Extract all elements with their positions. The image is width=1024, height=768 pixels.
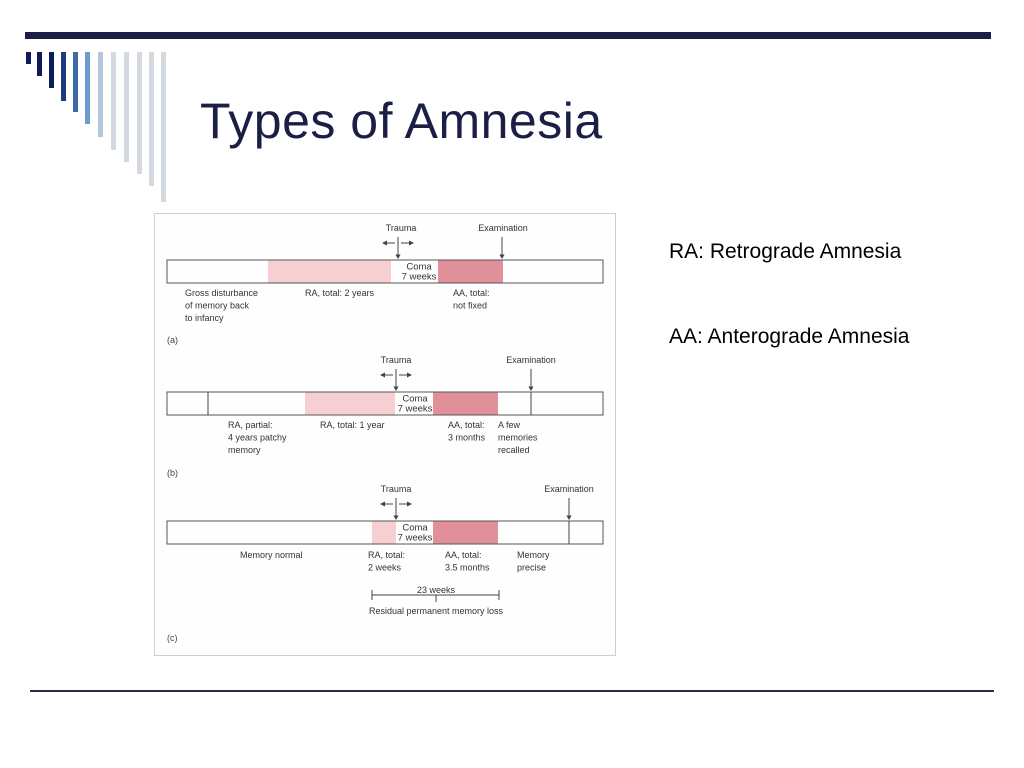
- examination-label: Examination: [478, 223, 528, 233]
- timeline-bar: [166, 520, 604, 545]
- trauma-arrowhead: [395, 254, 401, 259]
- timeline-label: AA, total:: [453, 288, 490, 298]
- examination-label: Examination: [544, 484, 594, 494]
- trauma-right-arrowhead: [409, 240, 414, 246]
- timeline-label: to infancy: [185, 313, 224, 323]
- timeline-label: 3.5 months: [445, 563, 490, 573]
- coma-label: Coma: [406, 262, 432, 273]
- timeline-label: not fixed: [453, 301, 487, 311]
- timeline-label: 3 months: [448, 433, 486, 443]
- legend-aa: AA: Anterograde Amnesia: [669, 325, 910, 348]
- trauma-label: Trauma: [386, 223, 417, 233]
- decorative-stripe: [98, 52, 103, 137]
- timeline-label: A few: [498, 420, 521, 430]
- timeline-label: RA, total: 1 year: [320, 420, 385, 430]
- panel-tag: (a): [167, 335, 178, 345]
- examination-arrowhead: [566, 515, 572, 520]
- timeline-label: memory: [228, 445, 261, 455]
- decorative-stripe: [49, 52, 54, 88]
- timeline-label: RA, partial:: [228, 420, 273, 430]
- ra-segment: [268, 260, 391, 283]
- timeline-bar: [166, 391, 604, 416]
- decorative-stripe: [26, 52, 31, 64]
- bracket-duration: 23 weeks: [417, 585, 456, 595]
- trauma-arrowhead: [393, 515, 399, 520]
- timeline-label: 4 years patchy: [228, 433, 287, 443]
- aa-segment: [433, 521, 498, 544]
- timeline-label: recalled: [498, 445, 530, 455]
- timeline-label: AA, total:: [445, 550, 482, 560]
- timeline-label: RA, total: 2 years: [305, 288, 375, 298]
- decorative-stripe: [73, 52, 78, 112]
- decorative-stripe: [61, 52, 66, 101]
- coma-duration: 7 weeks: [398, 404, 433, 415]
- decorative-stripe: [161, 52, 166, 202]
- trauma-left-arrowhead: [380, 372, 385, 378]
- timeline-label: Memory: [517, 550, 550, 560]
- trauma-arrowhead: [393, 386, 399, 391]
- timeline-label: of memory back: [185, 301, 250, 311]
- trauma-label: Trauma: [381, 355, 412, 365]
- trauma-right-arrowhead: [407, 501, 412, 507]
- examination-arrowhead: [528, 386, 534, 391]
- trauma-left-arrowhead: [380, 501, 385, 507]
- decorative-stripe: [37, 52, 42, 76]
- panel-tag: (b): [167, 468, 178, 478]
- top-rule: [25, 32, 991, 39]
- legend-ra: RA: Retrograde Amnesia: [669, 240, 902, 263]
- coma-duration: 7 weeks: [402, 272, 437, 283]
- slide-title: Types of Amnesia: [200, 93, 603, 149]
- timeline-label: RA, total:: [368, 550, 405, 560]
- timeline-label: 2 weeks: [368, 563, 402, 573]
- timeline-label: Memory normal: [240, 550, 303, 560]
- decorative-stripe: [85, 52, 90, 124]
- aa-segment: [433, 392, 498, 415]
- ra-segment: [305, 392, 395, 415]
- decorative-stripe: [149, 52, 154, 186]
- trauma-right-arrowhead: [407, 372, 412, 378]
- timeline-label: Gross disturbance: [185, 288, 258, 298]
- decorative-stripe: [137, 52, 142, 174]
- trauma-left-arrowhead: [382, 240, 387, 246]
- decorative-stripe: [111, 52, 116, 150]
- timeline-bar: [166, 259, 604, 284]
- decorative-stripe: [124, 52, 129, 162]
- coma-duration: 7 weeks: [398, 533, 433, 544]
- coma-label: Coma: [402, 523, 428, 534]
- trauma-label: Trauma: [381, 484, 412, 494]
- bottom-rule: [30, 690, 994, 692]
- ra-segment: [372, 521, 396, 544]
- bracket-caption: Residual permanent memory loss: [369, 606, 504, 616]
- panel-tag: (c): [167, 633, 178, 643]
- examination-arrowhead: [499, 254, 505, 259]
- coma-label: Coma: [402, 394, 428, 405]
- timeline-label: precise: [517, 563, 546, 573]
- timeline-label: AA, total:: [448, 420, 485, 430]
- examination-label: Examination: [506, 355, 556, 365]
- aa-segment: [438, 260, 503, 283]
- timeline-label: memories: [498, 433, 538, 443]
